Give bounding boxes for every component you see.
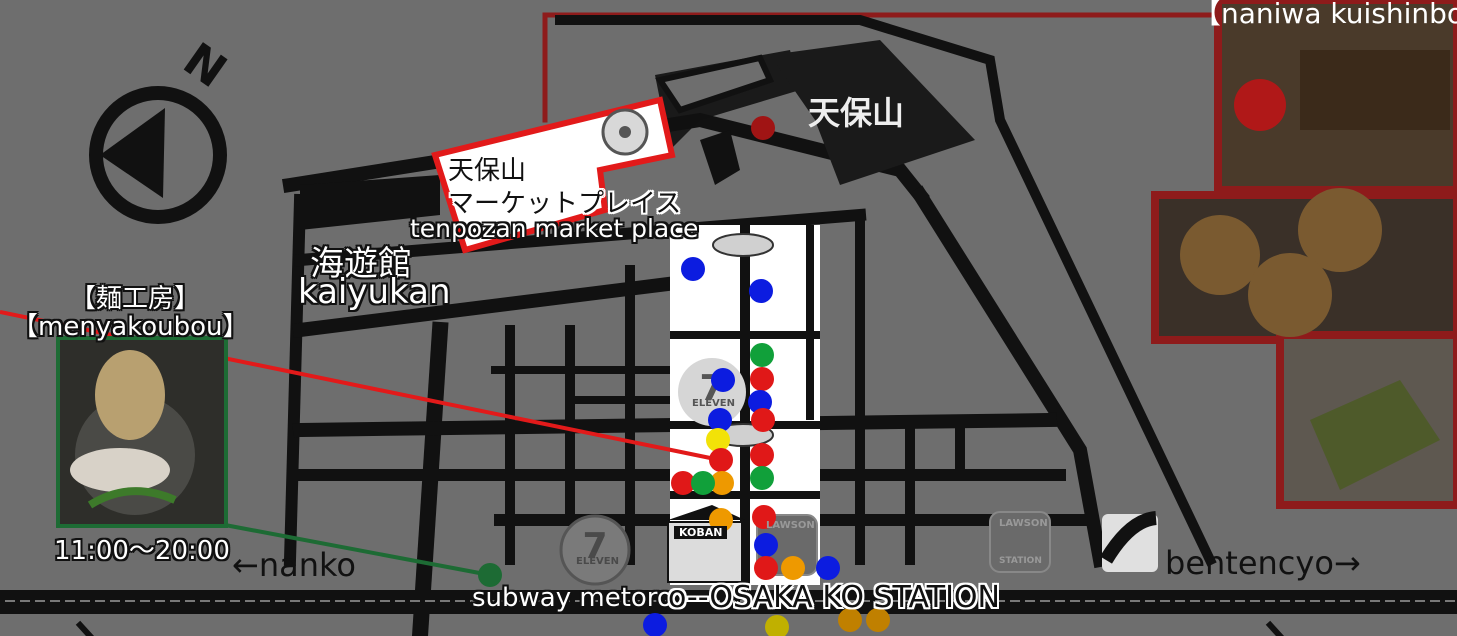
lawson-station-text: STATION xyxy=(999,556,1042,566)
lawson-text: LAWSON xyxy=(999,518,1048,529)
kaiyukan-label-en[interactable]: kaiyukan xyxy=(298,272,451,312)
koban-text: KOBAN xyxy=(674,526,728,539)
market-place-label-jp-1[interactable]: 天保山 xyxy=(448,156,527,186)
train-icon xyxy=(1099,511,1158,572)
nanko-direction: ←nanko xyxy=(232,546,356,584)
bentencyo-direction: bentencyo→ xyxy=(1165,544,1361,582)
seven-eleven-text: ELEVEN xyxy=(692,398,735,409)
subway-label: subway metoro xyxy=(472,583,673,613)
naniwa-kuishinbo-label[interactable]: 【naniwa kuishinbo xyxy=(1193,0,1457,30)
kaiyukan-label-jp[interactable]: 海遊館 xyxy=(310,244,412,284)
osaka-ko-station-label[interactable]: o--OSAKA KO STATION xyxy=(668,580,1000,615)
tenpozan-building-label: 天保山 xyxy=(808,94,905,132)
market-place-label-en[interactable]: tenpozan market place xyxy=(410,214,699,243)
koban-icon xyxy=(667,505,745,583)
svg-text:7: 7 xyxy=(582,526,607,567)
menya-label-en[interactable]: 【menyakoubou】 xyxy=(12,312,249,342)
ferris-wheel-icon xyxy=(601,108,649,156)
menya-hours: 11:00～20:00 xyxy=(54,536,230,566)
compass-icon xyxy=(89,86,227,224)
market-place-label-jp-2[interactable]: マーケットプレイス xyxy=(448,189,682,219)
seven-eleven-icon: 7 xyxy=(559,514,631,586)
menya-label-jp[interactable]: 【麺工房】 xyxy=(70,284,201,314)
lawson-text: LAWSON xyxy=(766,520,815,531)
seven-eleven-text: ELEVEN xyxy=(576,556,619,567)
